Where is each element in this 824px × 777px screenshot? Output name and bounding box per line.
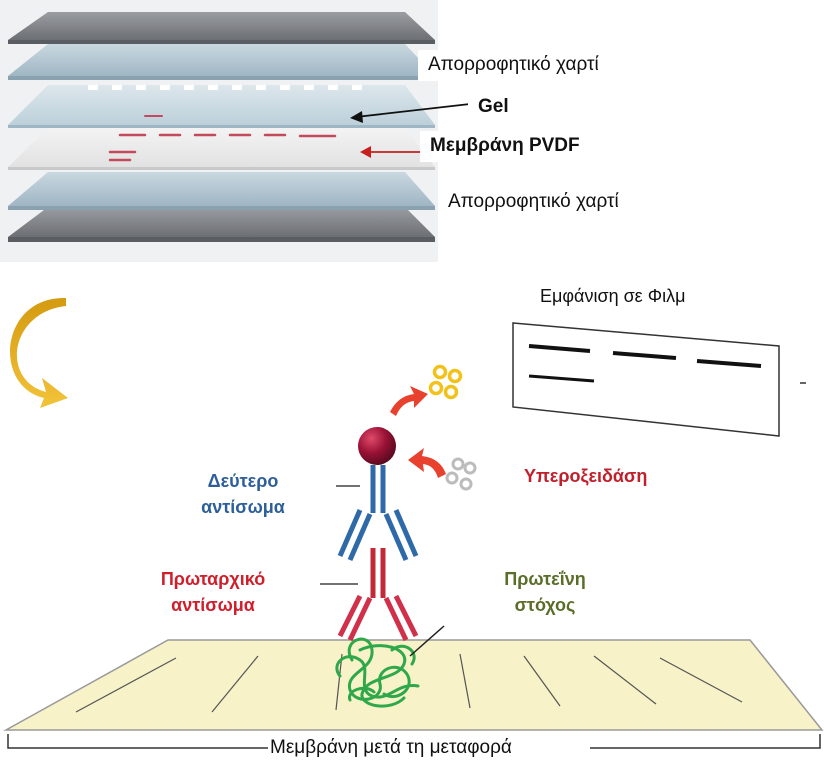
gel-layer (8, 85, 435, 128)
top-gray-plate (8, 12, 435, 44)
substrate-dots (445, 457, 477, 491)
gel-pointer-arrow (350, 103, 471, 123)
film-title: Εμφάνιση σε Φιλμ (540, 286, 686, 306)
secondary-antibody-label: Δεύτερο αντίσωμα (178, 468, 308, 520)
secondary-antibody (337, 465, 419, 561)
membrane-caption: Μεμβράνη μετά τη μεταφορά (270, 737, 512, 758)
primary-antibody (337, 548, 419, 642)
peroxidase-enzyme (358, 427, 396, 465)
peroxidase-label: Υπεροξειδάση (524, 466, 648, 486)
target-protein-label-line1: Πρωτεΐνη (504, 569, 586, 589)
bottom-absorbent-paper-layer (8, 172, 435, 210)
gel-wells (88, 85, 362, 90)
target-protein-label-line2: στόχος (514, 595, 576, 616)
primary-antibody-label: Πρωταρχικό αντίσωμα (138, 566, 288, 618)
secondary-antibody-label-line2: αντίσωμα (201, 497, 285, 518)
primary-antibody-label-line2: αντίσωμα (171, 595, 255, 616)
top-absorbent-paper-layer (8, 44, 435, 80)
reaction-arrow-in (408, 448, 446, 478)
secondary-antibody-label-line1: Δεύτερο (207, 471, 279, 491)
target-pointer-line (409, 625, 445, 657)
membrane-pointer-arrow (360, 146, 426, 158)
film-sheet (512, 322, 806, 437)
top-absorbent-paper-label: Απορροφητικό χαρτί (418, 50, 609, 81)
bottom-absorbent-paper-label: Απορροφητικό χαρτί (438, 187, 629, 218)
reaction-arrow-out (390, 386, 428, 416)
pvdf-membrane-layer (8, 128, 435, 170)
primary-antibody-label-line1: Πρωταρχικό (160, 569, 266, 589)
film-band (696, 359, 762, 368)
film-band (528, 344, 591, 353)
membrane-bracket (7, 734, 821, 749)
product-dots (428, 364, 463, 400)
gel-label: Gel (468, 92, 519, 123)
film-band (612, 351, 677, 360)
curved-flow-arrow (10, 297, 68, 408)
bottom-gray-plate (8, 207, 435, 242)
target-protein (335, 637, 420, 708)
film-band (528, 374, 595, 383)
pvdf-membrane-label: Μεμβράνη PVDF (420, 131, 590, 162)
target-protein-label: Πρωτεΐνη στόχος (470, 566, 620, 618)
